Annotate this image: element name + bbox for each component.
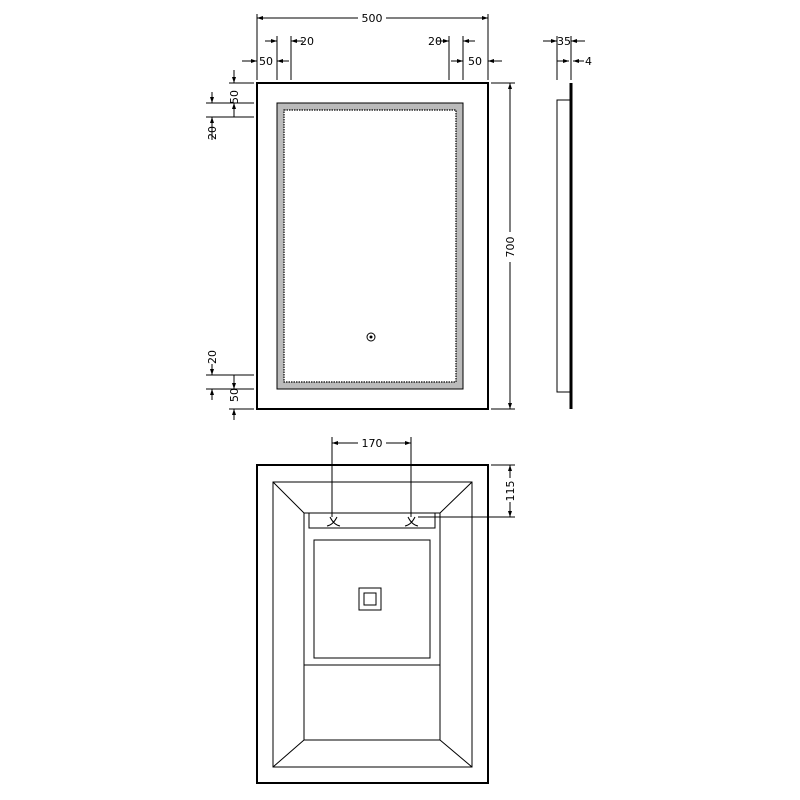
mirror-outline bbox=[256, 82, 489, 410]
dimension-width: 500 bbox=[256, 12, 489, 80]
driver-box bbox=[358, 587, 382, 611]
mounting-rail bbox=[308, 512, 436, 529]
right-margin-label: 50 bbox=[468, 55, 482, 68]
dimension-right-offsets: 20 50 bbox=[428, 35, 502, 80]
left-margin-label: 50 bbox=[259, 55, 273, 68]
rear-outline bbox=[256, 464, 489, 784]
front-view: 500 20 50 20 50 700 bbox=[206, 12, 517, 420]
dimension-left-offsets: 20 50 bbox=[242, 35, 314, 80]
side-view: 35 4 bbox=[543, 35, 592, 409]
dimension-width-label: 500 bbox=[362, 12, 383, 25]
rear-view: 170 115 bbox=[256, 437, 517, 784]
dimension-top-offsets: 50 20 bbox=[206, 70, 254, 140]
dimension-height: 700 bbox=[491, 82, 517, 410]
depth-label: 35 bbox=[557, 35, 571, 48]
top-led-label: 20 bbox=[206, 126, 219, 140]
bottom-margin-label: 50 bbox=[228, 388, 241, 402]
top-margin-label: 50 bbox=[228, 90, 241, 104]
bottom-led-label: 20 bbox=[206, 350, 219, 364]
bracket-spacing-label: 170 bbox=[362, 437, 383, 450]
dimension-bottom-offsets: 20 50 bbox=[206, 350, 254, 420]
glass-thickness-label: 4 bbox=[585, 55, 592, 68]
dimension-height-label: 700 bbox=[504, 237, 517, 258]
left-led-label: 20 bbox=[300, 35, 314, 48]
mounting-brackets bbox=[326, 516, 419, 527]
bracket-offset-label: 115 bbox=[504, 481, 517, 502]
touch-sensor-icon bbox=[366, 332, 376, 342]
right-led-label: 20 bbox=[428, 35, 442, 48]
